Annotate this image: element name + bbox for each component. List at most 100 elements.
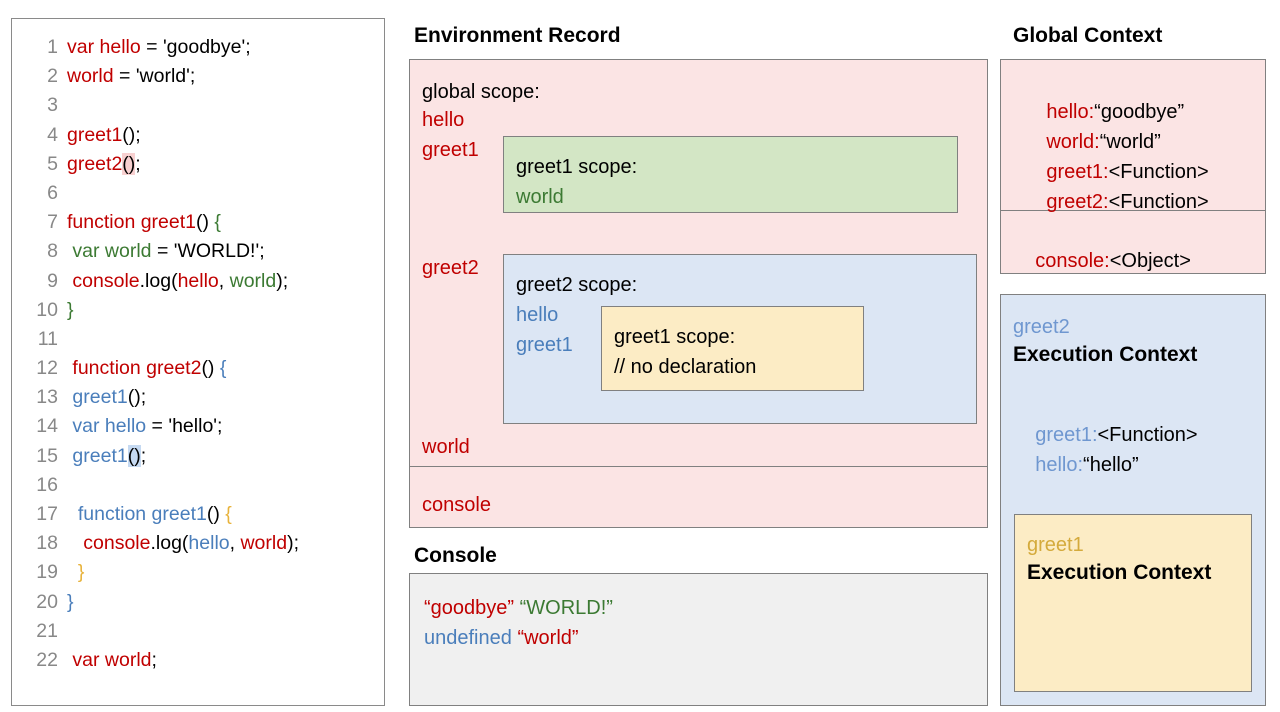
global-context-key: world: bbox=[1046, 131, 1100, 153]
console-token: “world” bbox=[517, 627, 579, 649]
code-token bbox=[67, 561, 78, 583]
greet1-scope-header: greet1 scope: bbox=[516, 156, 638, 178]
global-context-title: Global Context bbox=[1013, 24, 1163, 47]
code-token: .log( bbox=[139, 269, 178, 292]
code-token: greet1 bbox=[72, 386, 128, 409]
code-token: , bbox=[218, 269, 230, 292]
greet2-ec-name: greet2 bbox=[1013, 316, 1070, 338]
code-token: world bbox=[229, 269, 277, 292]
global-context-row: hello:“goodbye” bbox=[1013, 82, 1184, 142]
code-line: 20} bbox=[12, 591, 384, 620]
code-line-number: 20 bbox=[36, 590, 58, 613]
code-token: } bbox=[67, 298, 74, 321]
code-line-text: greet2(); bbox=[58, 152, 141, 176]
code-token: greet2 bbox=[67, 152, 123, 175]
code-token: () bbox=[196, 211, 215, 234]
code-token: ); bbox=[276, 269, 289, 292]
greet1-nested-scope-header: greet1 scope: bbox=[614, 326, 736, 348]
global-context-value: “goodbye” bbox=[1094, 101, 1185, 123]
code-token: = 'goodbye'; bbox=[140, 36, 251, 58]
global-context-variables-section: hello:“goodbye” world:“world” greet1:<Fu… bbox=[1001, 60, 1265, 212]
code-line-number: 5 bbox=[47, 152, 58, 175]
code-line-text: } bbox=[58, 591, 74, 614]
code-line-number: 8 bbox=[47, 240, 58, 263]
code-line-number: 14 bbox=[36, 415, 58, 438]
code-line-number: 19 bbox=[36, 561, 58, 584]
code-line-number: 13 bbox=[36, 386, 58, 409]
code-token: function greet1 bbox=[67, 211, 197, 234]
greet1-nested-scope-comment: // no declaration bbox=[614, 356, 757, 378]
er-binding-greet2: greet2 bbox=[422, 257, 479, 279]
code-line-number: 2 bbox=[47, 65, 58, 88]
console-title: Console bbox=[414, 544, 497, 567]
code-line-text: function greet1() { bbox=[58, 503, 232, 526]
code-line-text: console.log(hello, world); bbox=[58, 270, 288, 293]
code-line: 9 console.log(hello, world); bbox=[12, 270, 384, 299]
greet2-ec-row: hello:“hello” bbox=[1013, 435, 1138, 495]
console-token: “goodbye” bbox=[424, 597, 515, 619]
code-line-text: var world; bbox=[58, 649, 157, 672]
er-binding-console: console bbox=[422, 494, 491, 516]
global-context-row: greet2:<Function> bbox=[1013, 172, 1208, 232]
code-line: 8 var world = 'WORLD!'; bbox=[12, 240, 384, 269]
greet1-scope-box: greet1 scope: world bbox=[503, 136, 958, 213]
code-token: (); bbox=[122, 123, 141, 146]
code-token: var world bbox=[72, 240, 152, 263]
code-line-number: 10 bbox=[36, 298, 58, 321]
code-line: 12 function greet2() { bbox=[12, 357, 384, 386]
code-line-number: 21 bbox=[36, 619, 58, 642]
console-output-line: undefined “world” bbox=[424, 628, 579, 648]
code-token: { bbox=[214, 211, 221, 234]
code-line-number: 1 bbox=[47, 36, 58, 58]
global-context-row: greet1:<Function> bbox=[1013, 142, 1209, 202]
console-token: “WORLD!” bbox=[519, 597, 613, 619]
greet2-execution-context-box: greet2 Execution Context greet1:<Functio… bbox=[1000, 294, 1266, 706]
code-token: var hello bbox=[72, 415, 147, 438]
code-line-number: 9 bbox=[47, 269, 58, 292]
console-output-box: “goodbye” “WORLD!” undefined “world” bbox=[409, 573, 988, 706]
code-line: 22 var world; bbox=[12, 649, 384, 678]
code-token: console bbox=[83, 532, 151, 555]
code-line-text: world = 'world'; bbox=[58, 65, 195, 88]
code-token: () bbox=[201, 357, 220, 380]
code-token: { bbox=[225, 503, 232, 525]
code-line: 17 function greet1() { bbox=[12, 503, 384, 532]
code-line-text: greet1(); bbox=[58, 124, 141, 147]
global-context-key: greet1: bbox=[1046, 161, 1109, 183]
code-line-number: 6 bbox=[47, 181, 58, 204]
global-context-box: hello:“goodbye” world:“world” greet1:<Fu… bbox=[1000, 59, 1266, 274]
code-line-number: 11 bbox=[37, 327, 58, 350]
code-token: = 'world'; bbox=[113, 65, 196, 88]
code-token: () bbox=[127, 444, 141, 467]
code-token: ; bbox=[140, 444, 147, 467]
greet2-scope-header: greet2 scope: bbox=[516, 274, 638, 296]
code-token: .log( bbox=[150, 532, 189, 555]
code-line: 11 bbox=[12, 328, 384, 357]
greet2-ec-heading: Execution Context bbox=[1013, 343, 1198, 366]
code-line-text: var hello = 'hello'; bbox=[58, 415, 222, 438]
code-token: () bbox=[206, 503, 226, 525]
code-token: function greet2 bbox=[67, 357, 202, 380]
code-line: 3 bbox=[12, 94, 384, 123]
greet2-scope-box: greet2 scope: hello greet1 greet1 scope:… bbox=[503, 254, 977, 424]
global-context-value: <Object> bbox=[1109, 250, 1191, 272]
er-binding-hello: hello bbox=[422, 109, 465, 131]
greet2-ec-row: greet1:<Function> bbox=[1013, 405, 1197, 465]
global-context-value: <Function> bbox=[1108, 161, 1209, 183]
code-token: console bbox=[72, 269, 140, 292]
code-token: world bbox=[67, 65, 114, 88]
code-token: { bbox=[219, 357, 227, 380]
code-token: } bbox=[77, 561, 85, 584]
code-token: var world bbox=[72, 648, 152, 671]
code-token: world bbox=[240, 532, 288, 555]
code-token: , bbox=[229, 532, 241, 555]
code-line-number: 22 bbox=[36, 648, 58, 671]
code-token bbox=[67, 503, 78, 525]
global-scope-section: global scope: hello greet1 greet2 world … bbox=[410, 60, 987, 467]
